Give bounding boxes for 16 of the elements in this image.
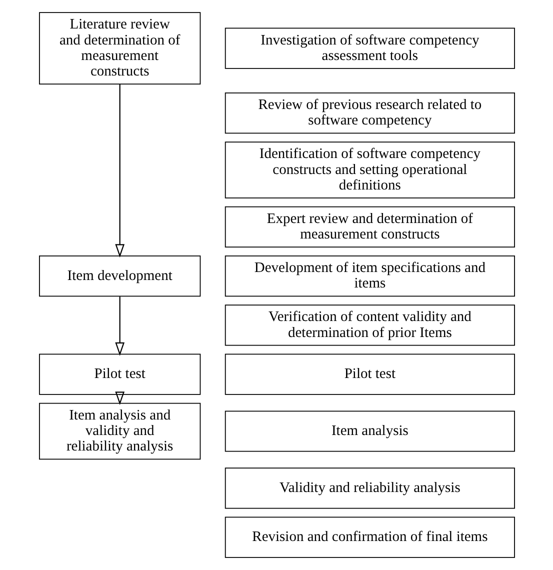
node-box: Item analysis and validity and reliability analysis [38,402,200,460]
arrow [114,84,124,258]
node-box: Investigation of software competency assessment tools [224,28,514,69]
node-box: Literature review and determination of measurement constructs [38,12,200,84]
node-box: Item analysis [224,410,514,452]
node-box: Review of previous research related to software competency [224,92,514,134]
arrow [114,392,124,406]
arrow [114,296,124,356]
node-box: Pilot test [224,354,514,395]
node-box: Revision and confirmation of final items [224,516,514,558]
node-box: Expert review and determination of measurement constructs [224,206,514,248]
node-box: Verification of content validity and determination of prior Items [224,304,514,346]
node-box: Validity and reliability analysis [224,468,514,509]
node-box: Development of item specifications and items [224,256,514,297]
node-box: Item development [38,256,200,297]
node-box: Identification of software competency constructs and setting operational definitions [224,142,514,198]
